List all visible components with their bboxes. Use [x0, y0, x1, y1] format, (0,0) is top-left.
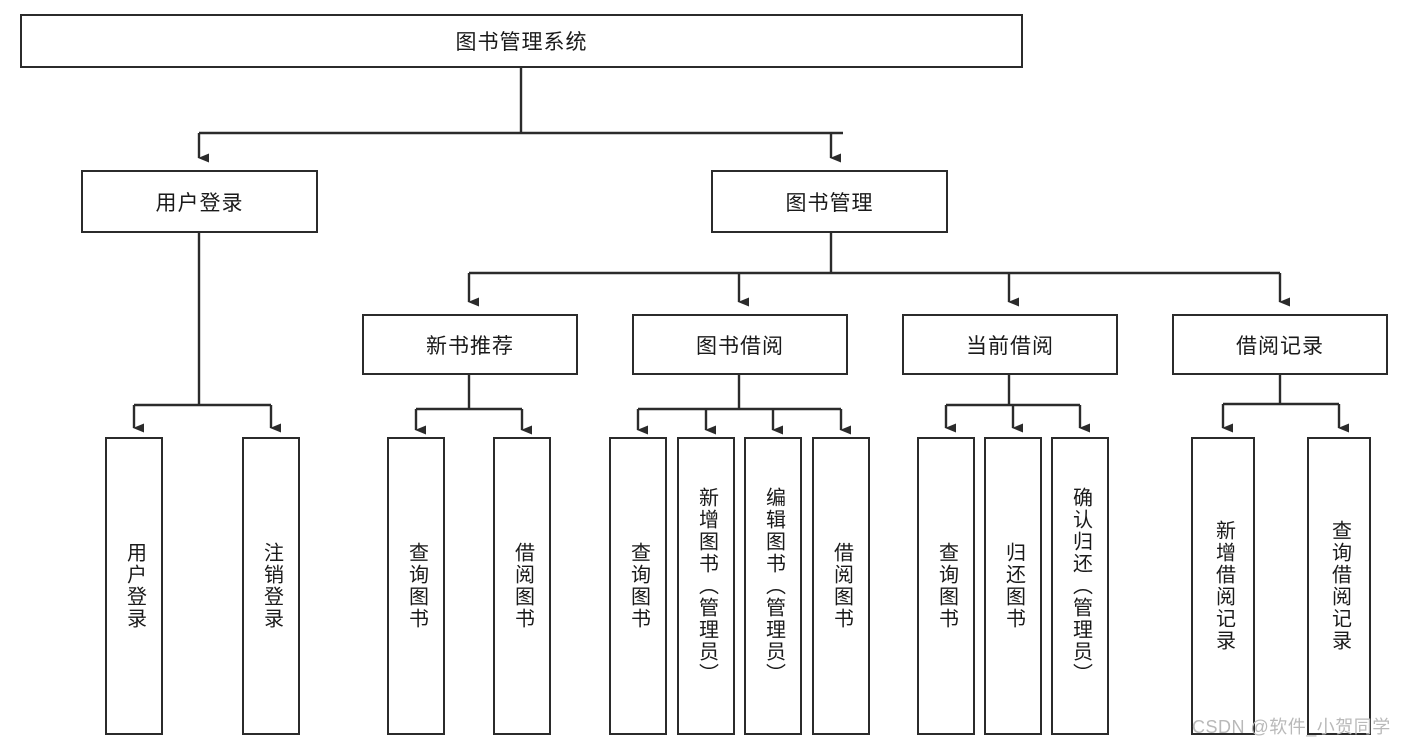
- node-leaf-current-borrow-1[interactable]: 查询图书: [917, 437, 975, 735]
- node-leaf-new-book-1[interactable]: 查询图书: [387, 437, 445, 735]
- node-current-borrow[interactable]: 当前借阅: [902, 314, 1118, 375]
- node-root[interactable]: 图书管理系统: [20, 14, 1023, 68]
- node-leaf-label: 注销登录: [260, 542, 283, 630]
- node-leaf-book-borrow-2[interactable]: 新增图书（管理员）: [677, 437, 735, 735]
- node-leaf-label: 查询图书: [627, 542, 650, 630]
- node-leaf-user-login-1[interactable]: 用户登录: [105, 437, 163, 735]
- node-leaf-borrow-record-1[interactable]: 新增借阅记录: [1191, 437, 1255, 735]
- node-current-borrow-label: 当前借阅: [966, 334, 1054, 358]
- node-leaf-current-borrow-3[interactable]: 确认归还（管理员）: [1051, 437, 1109, 735]
- node-root-label: 图书管理系统: [455, 31, 588, 54]
- node-borrow-record[interactable]: 借阅记录: [1172, 314, 1388, 375]
- node-leaf-label: 归还图书: [1002, 542, 1025, 630]
- node-leaf-label: 查询借阅记录: [1328, 520, 1351, 652]
- csdn-watermark: CSDN @软件_小贺同学: [1192, 713, 1391, 739]
- node-borrow-record-label: 借阅记录: [1236, 334, 1324, 358]
- node-leaf-label: 确认归还（管理员）: [1069, 487, 1092, 685]
- node-user-login[interactable]: 用户登录: [81, 170, 318, 233]
- node-leaf-book-borrow-4[interactable]: 借阅图书: [812, 437, 870, 735]
- node-leaf-label: 新增图书（管理员）: [695, 487, 718, 685]
- csdn-watermark-text: CSDN @软件_小贺同学: [1192, 717, 1391, 737]
- node-leaf-label: 查询图书: [405, 542, 428, 630]
- node-leaf-label: 借阅图书: [830, 542, 853, 630]
- node-leaf-book-borrow-1[interactable]: 查询图书: [609, 437, 667, 735]
- node-book-borrow[interactable]: 图书借阅: [632, 314, 848, 375]
- node-leaf-new-book-2[interactable]: 借阅图书: [493, 437, 551, 735]
- node-book-manage[interactable]: 图书管理: [711, 170, 948, 233]
- node-new-book-recommend[interactable]: 新书推荐: [362, 314, 578, 375]
- node-leaf-label: 用户登录: [123, 542, 146, 630]
- node-leaf-label: 编辑图书（管理员）: [762, 487, 785, 685]
- node-new-book-recommend-label: 新书推荐: [426, 334, 514, 358]
- node-leaf-current-borrow-2[interactable]: 归还图书: [984, 437, 1042, 735]
- node-leaf-book-borrow-3[interactable]: 编辑图书（管理员）: [744, 437, 802, 735]
- node-leaf-label: 查询图书: [935, 542, 958, 630]
- node-leaf-label: 新增借阅记录: [1212, 520, 1235, 652]
- node-leaf-user-login-2[interactable]: 注销登录: [242, 437, 300, 735]
- node-leaf-label: 借阅图书: [511, 542, 534, 630]
- node-book-borrow-label: 图书借阅: [696, 334, 784, 358]
- node-leaf-borrow-record-2[interactable]: 查询借阅记录: [1307, 437, 1371, 735]
- node-book-manage-label: 图书管理: [785, 191, 874, 215]
- node-user-login-label: 用户登录: [155, 191, 244, 215]
